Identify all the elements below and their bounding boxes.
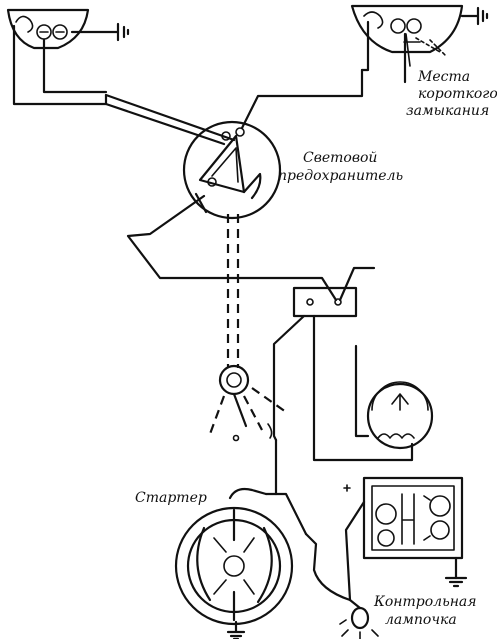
label-light-fuse-2: предохранитель — [278, 168, 404, 184]
light-fuse — [182, 120, 282, 220]
ground-icon — [444, 576, 468, 588]
label-short-circuit-places-2: короткого — [418, 86, 497, 102]
junction-box — [292, 286, 358, 318]
label-light-fuse-1: Световой — [303, 150, 378, 166]
label-short-circuit-places-3: замыкания — [406, 103, 490, 119]
ammeter — [366, 381, 434, 450]
label-short-circuit-places-1: Места — [418, 69, 471, 85]
ground-icon — [226, 620, 246, 639]
label-control-lamp-2: лампочка — [385, 612, 457, 628]
lamp-icon — [339, 598, 379, 639]
label-control-lamp-1: Контрольная — [374, 594, 477, 610]
starter-motor — [174, 487, 294, 626]
label-starter: Стартер — [135, 490, 207, 506]
ground-icon — [116, 22, 130, 42]
right-headlamp — [350, 4, 480, 54]
light-switch — [208, 364, 287, 442]
relay-regulator — [362, 476, 464, 560]
ground-icon — [476, 6, 489, 26]
left-headlamp — [6, 8, 120, 50]
